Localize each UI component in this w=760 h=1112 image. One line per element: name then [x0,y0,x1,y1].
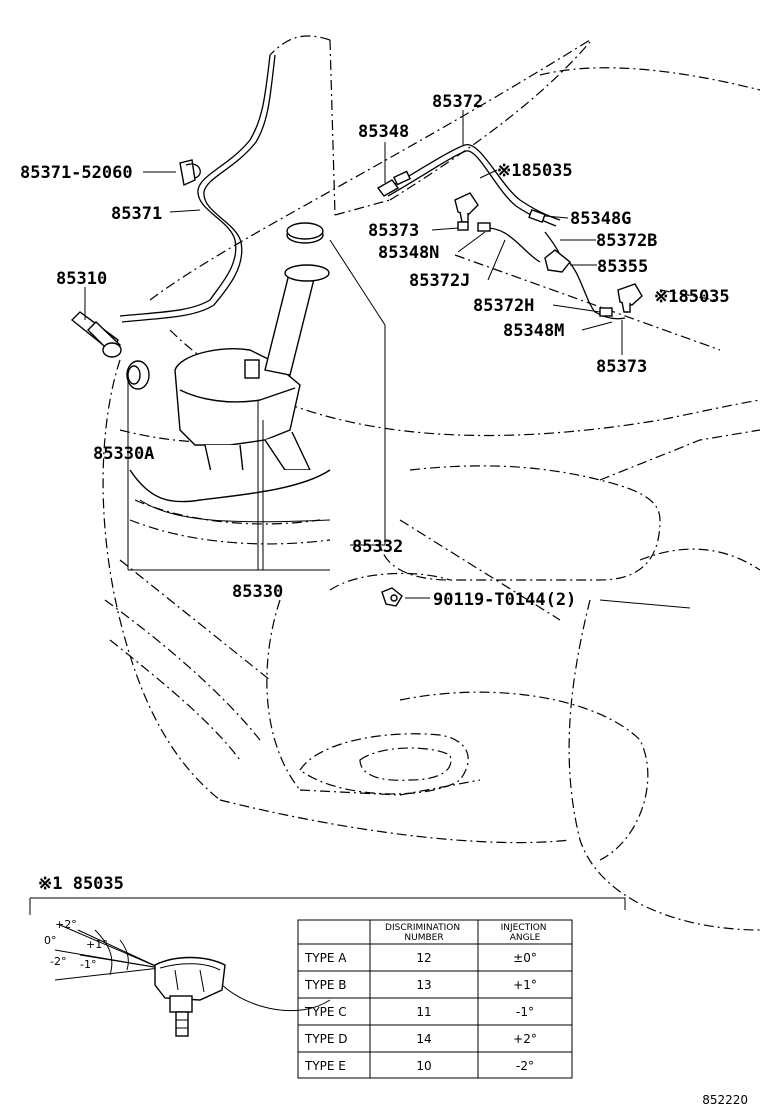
table-cell-number: 14 [416,1032,431,1046]
table-header-injection: INJECTION ANGLE [501,923,550,943]
callout-85035-right: ※185035 [654,287,730,307]
washer-hoses [119,54,626,323]
table-cell-number: 11 [416,1005,431,1019]
bumper-bracket [129,469,331,523]
washer-tank [174,264,330,491]
callout-85348n: 85348N [378,243,439,263]
table-cell-angle: -2° [516,1059,534,1073]
detail-section: ※1 85035 +2° +1° 0° -2° -1° [29,874,626,1079]
callout-85372: 85372 [432,92,483,112]
table-cell-number: 12 [416,951,431,965]
callout-85371: 85371 [111,204,162,224]
angle-minus1: -1° [80,958,96,971]
leader-lines [84,110,691,609]
callout-85355: 85355 [597,257,648,277]
angle-fan: +2° +1° 0° -2° -1° [44,918,161,981]
table-cell-angle: ±0° [513,951,537,965]
callout-85348: 85348 [358,122,409,142]
hose-joints [376,170,613,317]
washer-nozzle-1 [454,192,479,223]
angle-plus2: +2° [55,918,77,931]
table-cell-angle: -1° [516,1005,534,1019]
table-row-type-b: TYPE B [304,978,347,992]
car-body-outline [102,35,760,931]
grommet [126,360,150,390]
fog-lamp-outline [299,733,469,795]
callout-90119-t0144: 90119-T0144(2) [433,590,576,610]
tank-cap [286,222,324,244]
callout-85348g: 85348G [570,209,631,229]
table-cell-number: 10 [416,1059,431,1073]
callout-labels: 85372 85348 ※185035 85371-52060 85371 85… [20,92,730,610]
table-row-type-a: TYPE A [304,951,347,965]
detail-title: ※1 85035 [38,874,124,894]
table-cell-angle: +2° [513,1032,537,1046]
washer-pump [70,311,122,358]
callout-85035-top: ※185035 [497,161,573,181]
callout-85330a: 85330A [93,444,154,464]
table-cell-angle: +1° [513,978,537,992]
nozzle-type-table: DISCRIMINATION NUMBER INJECTION ANGLE TY… [297,919,573,1079]
table-cell-number: 13 [416,978,431,992]
callout-85330: 85330 [232,582,283,602]
figure-number: 852220 [702,1093,748,1107]
callout-85373-upper: 85373 [368,221,419,241]
table-row-type-d: TYPE D [304,1032,348,1046]
washer-nozzle-2 [617,283,643,313]
table-row-type-e: TYPE E [304,1059,346,1073]
angle-minus2: -2° [50,955,66,968]
callout-85372h: 85372H [473,296,534,316]
hose-clamp [179,159,201,187]
callout-85371-52060: 85371-52060 [20,163,133,183]
callout-85372b: 85372B [596,231,657,251]
angle-zero: 0° [44,934,57,947]
nozzle-detail [154,956,331,1037]
table-header-discrimination: DISCRIMINATION NUMBER [385,923,463,943]
bolt [381,587,403,607]
callout-85372j: 85372J [409,271,470,291]
callout-85373-lower: 85373 [596,357,647,377]
table-row-type-c: TYPE C [304,1005,347,1019]
callout-85310: 85310 [56,269,107,289]
callout-85348m: 85348M [503,321,564,341]
callout-85332: 85332 [352,537,403,557]
angle-plus1: +1° [86,938,108,951]
